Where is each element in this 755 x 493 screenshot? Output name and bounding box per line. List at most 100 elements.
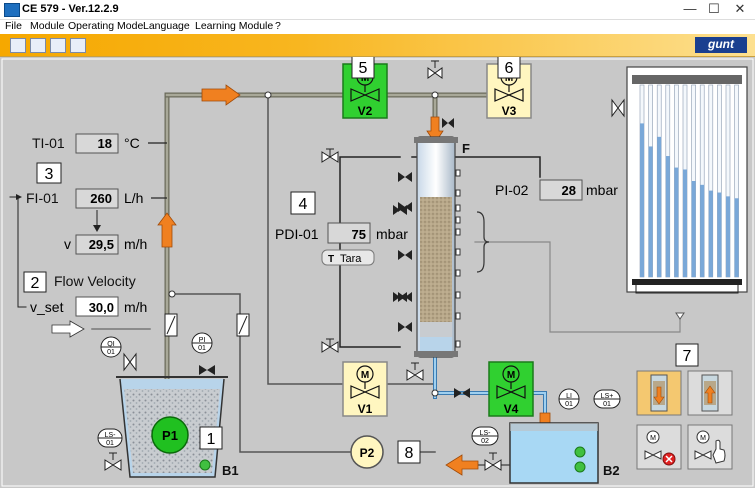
callout-1 [199, 426, 223, 450]
svg-text:4: 4 [299, 196, 308, 213]
filter-label: F [462, 141, 470, 156]
v-label: v [64, 236, 71, 252]
toolbar-graph-icon[interactable] [70, 38, 86, 53]
fi01-unit: L/h [124, 190, 143, 206]
v-unit: m/h [124, 236, 147, 252]
manometer-level [674, 167, 679, 277]
tara-button[interactable]: T Tara [321, 249, 375, 266]
svg-text:01: 01 [107, 349, 115, 356]
menu-operating-mode[interactable]: Operating Mode [68, 20, 144, 32]
manometer-level [657, 136, 662, 277]
instrument-qi01: QI 01 [100, 336, 122, 358]
callout-2 [23, 271, 47, 293]
manometer-level [648, 146, 653, 277]
menu-module[interactable]: Module [30, 20, 65, 32]
manual-valves [104, 60, 625, 471]
tank-b2-label: B2 [603, 463, 620, 478]
pi02-value-box [539, 179, 583, 201]
toolbar-edit-icon[interactable] [50, 38, 66, 53]
menu-language[interactable]: Language [143, 20, 190, 32]
maximize-button[interactable]: ☐ [708, 1, 720, 16]
svg-text:01: 01 [106, 440, 114, 447]
filter-down-icon [653, 386, 665, 405]
svg-text:8: 8 [405, 445, 414, 462]
arrow-up-icon [157, 212, 177, 248]
svg-text:M: M [700, 435, 706, 442]
flow-meters [164, 313, 250, 337]
manometer-level [640, 123, 644, 278]
pump-p1[interactable]: P1 [151, 416, 189, 454]
instrument-pi01: PI 01 [191, 332, 213, 354]
menu-help[interactable]: ? [275, 20, 281, 32]
ti01-value-box [75, 133, 119, 154]
valves-off-button[interactable]: M [636, 424, 682, 470]
valve-v4-label: V4 [504, 402, 519, 416]
backwash-mode-button[interactable] [687, 370, 733, 416]
valve-v2-label: V2 [358, 104, 373, 118]
manometer-level [708, 190, 713, 277]
instrument-li01: LI 01 [558, 388, 580, 410]
pdi-valves [321, 148, 339, 353]
callout-8 [397, 440, 421, 464]
pi02-value: 28 [562, 183, 576, 198]
fi01-value: 260 [90, 191, 112, 206]
tank-b1-label: B1 [222, 463, 239, 478]
v-value: 29,5 [89, 237, 114, 252]
vset-unit: m/h [124, 299, 147, 315]
pump-p2[interactable]: P2 [350, 435, 384, 469]
svg-text:5: 5 [359, 60, 368, 77]
svg-text:LI: LI [566, 393, 572, 400]
svg-text:7: 7 [683, 348, 692, 365]
minimize-button[interactable]: — [683, 1, 697, 16]
svg-text:QI: QI [107, 341, 114, 348]
manometer-level [734, 198, 739, 277]
svg-text:M: M [507, 370, 515, 381]
toolbar: gunt [0, 34, 755, 57]
svg-text:01: 01 [565, 401, 573, 408]
instrument-ls02: LS- 02 [471, 426, 499, 446]
fi01-label: FI-01 [26, 190, 59, 206]
manometer-level [665, 156, 670, 277]
window-title: CE 579 - Ver.12.2.9 [22, 3, 119, 15]
svg-text:2: 2 [31, 275, 40, 292]
svg-text:1: 1 [207, 431, 216, 448]
manometer-panel [626, 66, 748, 294]
toolbar-chart-icon[interactable] [10, 38, 26, 53]
title-bar: CE 579 - Ver.12.2.9 — ☐ ✕ [0, 0, 755, 20]
stop-icon [665, 455, 673, 463]
valve-v4[interactable]: M V4 [488, 361, 534, 417]
pdi01-unit: mbar [376, 226, 408, 242]
valve-v3-label: V3 [502, 104, 517, 118]
vset-value: 30,0 [89, 300, 114, 315]
pump-p2-label: P2 [360, 446, 375, 460]
arrow-right-icon [201, 84, 241, 106]
pump-p1-label: P1 [162, 428, 178, 443]
arrow-left-icon [445, 454, 479, 476]
column-sample-valves [393, 172, 412, 332]
svg-text:LS-: LS- [480, 430, 492, 437]
hand-pointer-icon [712, 439, 726, 464]
close-button[interactable]: ✕ [734, 1, 746, 16]
ti01-label: TI-01 [32, 135, 65, 151]
valves-manual-button[interactable]: M [687, 424, 733, 470]
instrument-ls01: LS- 01 [97, 428, 123, 448]
backwash-up-icon [704, 385, 716, 404]
column-taps [455, 169, 461, 348]
valve-v1[interactable]: M V1 [342, 361, 388, 417]
valve-v1-label: V1 [358, 402, 373, 416]
filter-mode-button[interactable] [636, 370, 682, 416]
svg-text:3: 3 [45, 166, 54, 183]
svg-text:6: 6 [505, 60, 514, 77]
toolbar-cursor-icon[interactable] [30, 38, 46, 53]
menu-learning-module[interactable]: Learning Module [195, 20, 274, 32]
svg-text:02: 02 [481, 438, 489, 445]
vset-input[interactable] [75, 296, 119, 317]
pdi01-value: 75 [352, 227, 366, 242]
pdi01-value-box [327, 222, 371, 244]
vset-label: v_set [30, 299, 64, 315]
tara-label: Tara [340, 253, 362, 265]
instrument-lsplus01: LS+ 01 [593, 389, 621, 409]
menu-file[interactable]: File [5, 20, 22, 32]
menu-bar: File Module Operating Mode Language Lear… [0, 20, 755, 34]
svg-text:LS+: LS+ [601, 393, 614, 400]
